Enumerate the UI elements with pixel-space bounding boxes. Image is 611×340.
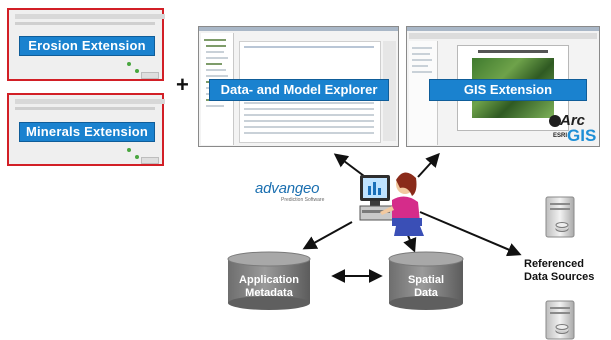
minerals-extension-panel: Minerals Extension	[7, 93, 165, 166]
arrow-to-referenced	[419, 211, 522, 257]
map-title-strip	[478, 50, 548, 53]
right-panel	[383, 41, 396, 141]
application-metadata-line2: Metadata	[245, 287, 293, 299]
arcgis-arc-text: Arc	[560, 112, 586, 129]
panel-toolbar	[15, 99, 165, 104]
advangeo-logo: advangeo Prediction Software	[255, 180, 355, 206]
server-icon	[545, 300, 575, 340]
panel-path-bar	[15, 107, 155, 110]
arrow-to-gis	[417, 152, 440, 178]
panel-ok-button[interactable]	[141, 157, 159, 164]
arrow-to-metadata	[302, 221, 353, 250]
user-at-computer-icon	[359, 172, 424, 236]
window-titlebar	[199, 27, 398, 31]
application-metadata-cylinder	[227, 251, 311, 310]
arcgis-logo: Arc ESRI GIS	[547, 111, 601, 147]
plus-symbol: +	[176, 72, 189, 97]
explorer-banner: Data- and Model Explorer	[209, 79, 389, 101]
spatial-data-line1: Spatial	[407, 274, 445, 286]
minerals-extension-banner: Minerals Extension	[19, 122, 155, 142]
arcgis-gis-text: GIS	[567, 126, 597, 145]
application-metadata-label: Application Metadata	[229, 274, 309, 300]
panel-toolbar	[15, 14, 165, 19]
server-icon	[545, 196, 575, 238]
globe-icon	[549, 115, 561, 127]
status-dot	[135, 69, 139, 73]
referenced-data-sources-label: Referenced Data Sources	[524, 258, 611, 284]
application-metadata-line1: Application	[239, 274, 299, 286]
spatial-data-cylinder	[388, 251, 464, 310]
window-titlebar	[407, 27, 599, 31]
gis-toolbar	[409, 33, 597, 39]
panel-ok-button[interactable]	[141, 72, 159, 79]
erosion-extension-panel: Erosion Extension	[7, 8, 165, 81]
advangeo-tagline: Prediction Software	[281, 197, 325, 203]
advangeo-wordmark: advangeo	[255, 180, 320, 197]
status-dot	[135, 155, 139, 159]
gis-banner: GIS Extension	[429, 79, 587, 101]
status-dot	[127, 62, 131, 66]
spatial-data-line2: Data	[414, 287, 438, 299]
status-dot	[127, 148, 131, 152]
panel-path-bar	[15, 22, 155, 25]
explorer-screenshot: Data- and Model Explorer	[198, 26, 399, 147]
referenced-line2: Data Sources	[524, 271, 595, 283]
gis-screenshot: GIS Extension Arc ESRI GIS	[406, 26, 600, 147]
spatial-data-label: Spatial Data	[389, 274, 463, 300]
erosion-extension-banner: Erosion Extension	[19, 36, 155, 56]
referenced-line1: Referenced	[524, 258, 584, 270]
arcgis-esri-text: ESRI	[553, 133, 568, 139]
arrow-to-explorer	[333, 153, 365, 177]
